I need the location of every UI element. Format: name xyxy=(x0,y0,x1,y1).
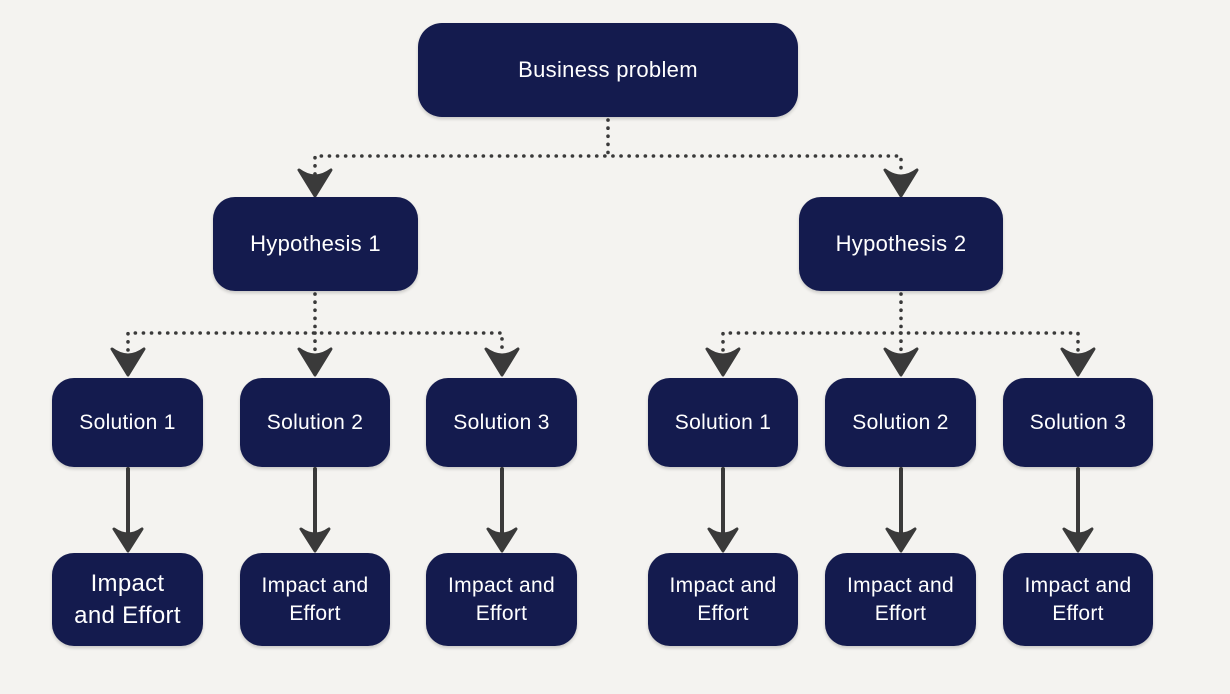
node-impact-effort-1: Impact and Effort xyxy=(52,553,203,646)
node-solution-1-hypothesis-2: Solution 1 xyxy=(648,378,798,467)
impact-label-line: Effort xyxy=(289,601,341,625)
arrowhead-solution-l2 xyxy=(297,347,333,377)
impact-label-line: and Effort xyxy=(74,601,181,629)
impact-label-line: Effort xyxy=(475,601,528,625)
node-business-problem: Business problem xyxy=(418,23,798,117)
node-solution-2-hypothesis-1: Solution 2 xyxy=(240,378,390,467)
node-impact-effort-3: Impact and Effort xyxy=(426,553,577,646)
arrowhead-solution-r1 xyxy=(705,347,741,377)
arrowhead-solution-r3 xyxy=(1060,347,1096,377)
impact-label-line: Effort xyxy=(1052,601,1104,625)
edge-business-to-hypotheses xyxy=(297,118,919,198)
node-hypothesis-2: Hypothesis 2 xyxy=(799,197,1003,291)
impact-label-line: Impact and xyxy=(448,574,555,598)
impact-label-line: Effort xyxy=(874,601,927,625)
impact-label-line: Impact and xyxy=(261,574,369,598)
node-impact-effort-4: Impact and Effort xyxy=(648,553,798,646)
impact-label-line: Effort xyxy=(697,601,749,625)
edge-hypothesis-1-to-solutions xyxy=(110,292,520,377)
node-solution-3-hypothesis-1: Solution 3 xyxy=(426,378,577,467)
arrowhead-hypothesis-2 xyxy=(883,168,919,198)
node-solution-1-hypothesis-1: Solution 1 xyxy=(52,378,203,467)
node-solution-3-hypothesis-2: Solution 3 xyxy=(1003,378,1153,467)
node-solution-2-hypothesis-2: Solution 2 xyxy=(825,378,976,467)
arrowhead-solution-l1 xyxy=(110,347,146,377)
impact-label-line: Impact and xyxy=(1024,574,1132,598)
node-impact-effort-2: Impact and Effort xyxy=(240,553,390,646)
arrowhead-solution-l3 xyxy=(484,347,520,377)
impact-label-line: Impact and xyxy=(847,574,954,598)
impact-label-line: Impact xyxy=(90,570,165,598)
node-impact-effort-5: Impact and Effort xyxy=(825,553,976,646)
impact-label-line: Impact and xyxy=(669,574,777,598)
arrowhead-solution-r2 xyxy=(883,347,919,377)
edge-hypothesis-2-to-solutions xyxy=(705,292,1096,377)
node-hypothesis-1: Hypothesis 1 xyxy=(213,197,418,291)
node-impact-effort-6: Impact and Effort xyxy=(1003,553,1153,646)
edge-solutions-to-impacts xyxy=(112,467,1094,553)
